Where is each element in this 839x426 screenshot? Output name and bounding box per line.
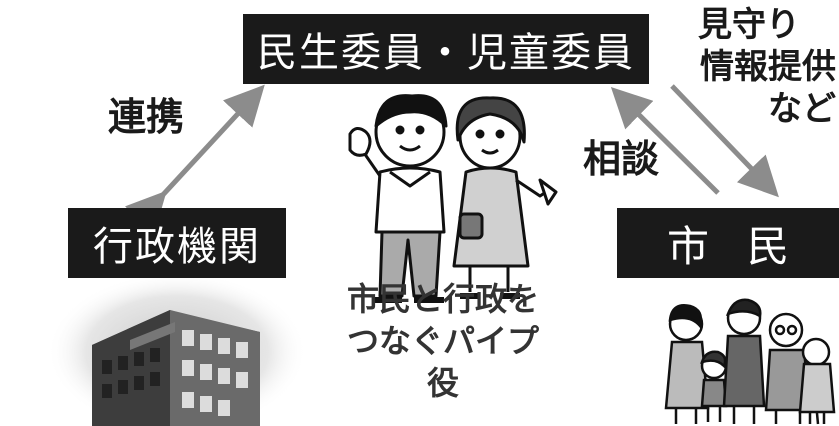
label-center-line2: つなぐパイプ役 (346, 322, 539, 402)
label-mimamori-line2: 情報提供 (700, 47, 836, 87)
label-renkei: 連携 (108, 95, 185, 139)
arrow-soudan (610, 86, 720, 195)
box-minsei-jido-iin: 民生委員・児童委員 (243, 14, 649, 84)
box-shimin: 市民 (617, 208, 839, 278)
label-soudan: 相談 (583, 137, 660, 181)
label-center-caption: 市民と行政を つなぐパイプ役 (343, 278, 543, 404)
arrow-mimamori (670, 84, 779, 198)
label-mimamori-line3: など (768, 89, 836, 129)
label-mimamori: 見守り 情報提供 など (668, 4, 836, 130)
box-gyosei-kikan: 行政機関 (68, 208, 286, 278)
label-center-line1: 市民と行政を (346, 280, 539, 318)
arrow-renkei (124, 84, 265, 234)
label-mimamori-line1: 見守り (698, 5, 800, 45)
couple-icon (348, 94, 558, 303)
building-icon (47, 272, 307, 426)
family-group-icon (664, 298, 836, 425)
